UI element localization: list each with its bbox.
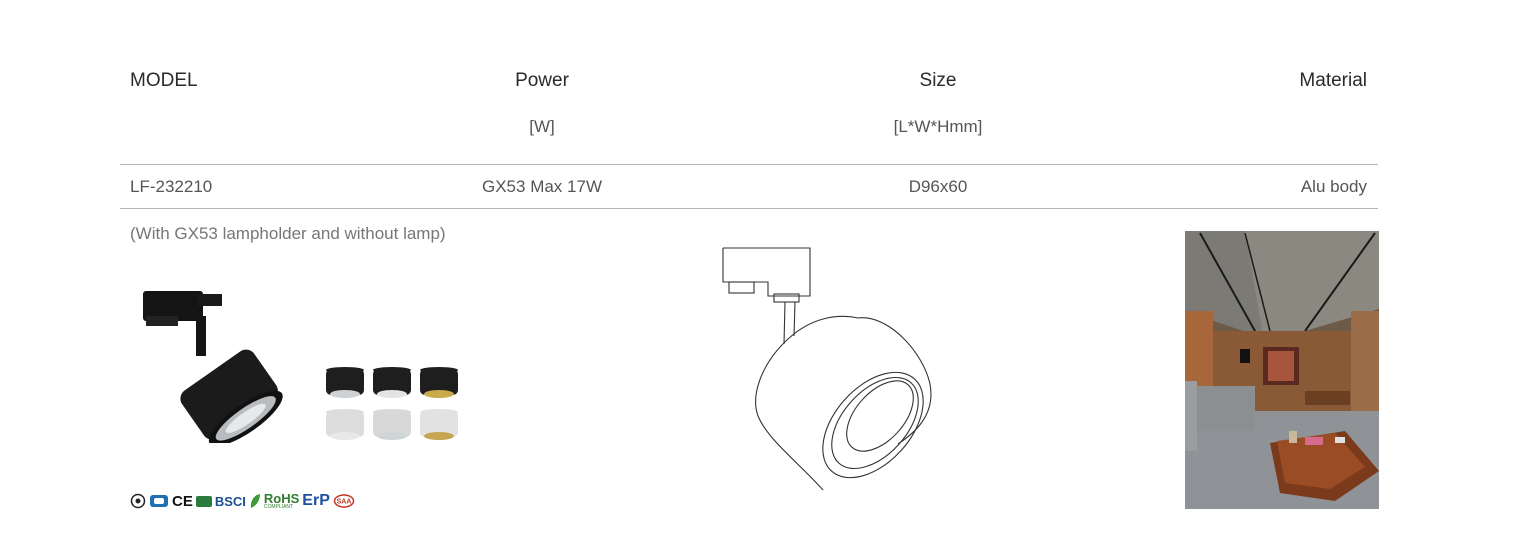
bsci-mark: BSCI xyxy=(214,493,246,509)
color-variant-6 xyxy=(420,409,458,440)
color-variants-grid xyxy=(326,367,458,440)
unit-power: [W] xyxy=(529,117,555,136)
unit-size: [L*W*Hmm] xyxy=(893,117,983,136)
saa-mark-icon: SAA xyxy=(333,494,355,508)
color-variant-1 xyxy=(326,367,364,398)
header-power: Power xyxy=(515,70,569,91)
color-variant-3 xyxy=(420,367,458,398)
erp-mark: ErP xyxy=(302,492,330,509)
cell-model: LF-232210 xyxy=(130,177,213,196)
table-divider-top xyxy=(120,164,1378,165)
rohs-leaf-icon xyxy=(250,494,260,508)
header-size: Size xyxy=(919,70,957,91)
cell-size: D96x60 xyxy=(908,177,968,196)
ce-mark: CE xyxy=(172,492,193,510)
safety-mark-icon xyxy=(130,493,146,509)
track-spotlight-line-drawing-icon xyxy=(722,247,932,491)
color-variant-4 xyxy=(326,409,364,440)
lampholder-note: (With GX53 lampholder and without lamp) xyxy=(130,224,446,243)
color-variant-2 xyxy=(373,367,411,398)
svg-text:SAA: SAA xyxy=(336,499,351,506)
header-model: MODEL xyxy=(130,70,198,91)
color-variant-5 xyxy=(373,409,411,440)
certification-logos: CE BSCI RoHS COMPLIANT ErP SAA xyxy=(130,490,355,512)
gs-mark-icon xyxy=(150,495,168,507)
header-material: Material xyxy=(1299,70,1367,91)
track-spotlight-photo-icon xyxy=(143,291,283,443)
table-divider-bottom xyxy=(120,208,1378,209)
cell-power: GX53 Max 17W xyxy=(482,177,602,196)
interior-room-photo-icon xyxy=(1185,231,1379,509)
bsci-logo-icon xyxy=(195,496,212,507)
cell-material: Alu body xyxy=(1300,177,1367,196)
rohs-mark: RoHS xyxy=(263,491,300,507)
rohs-compliant-text: COMPLIANT xyxy=(263,504,294,511)
